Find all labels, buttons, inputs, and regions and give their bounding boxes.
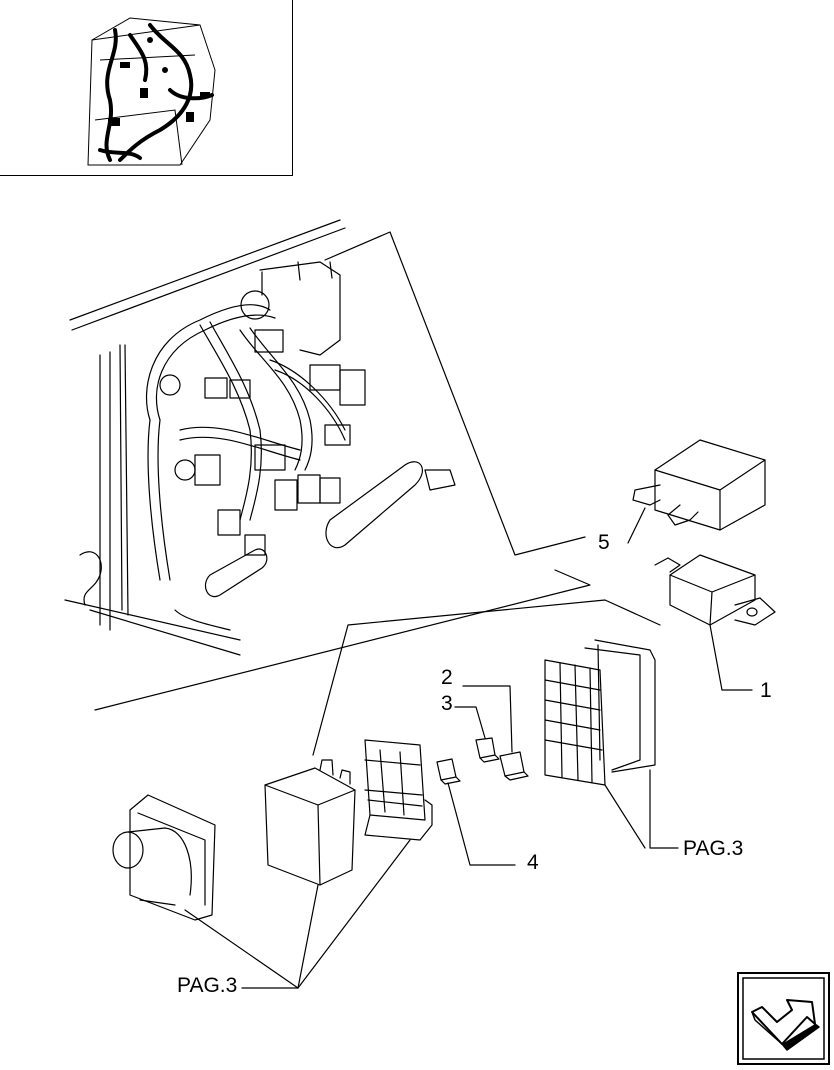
rubber-boot-grommet	[112, 794, 299, 989]
callout-3: 3	[441, 692, 453, 715]
cab-wiring-harness-thumbnail	[87, 17, 216, 166]
detail-pointer-line-bottom	[94, 569, 591, 711]
callout-5: 5	[598, 531, 610, 554]
part-5-relay	[627, 439, 766, 544]
part-2-3-small-relays	[454, 685, 529, 781]
callout-4: 4	[527, 851, 539, 874]
detail-pointer-line-top	[324, 231, 586, 556]
overview-thumbnail	[0, 0, 293, 176]
page-ref-bottom[interactable]: PAG.3	[177, 974, 238, 997]
fuse-box-cover	[544, 639, 679, 849]
part-4-mini-fuse	[436, 758, 516, 866]
detail-pointer-line-lower	[312, 599, 661, 756]
callout-2: 2	[441, 666, 453, 689]
protective-cover	[264, 759, 356, 989]
part-1-relay-with-tab	[654, 554, 776, 691]
fuse-holder-board	[297, 739, 433, 989]
next-page-button[interactable]	[737, 972, 830, 1065]
callout-1: 1	[760, 679, 772, 702]
next-page-arrow-icon	[737, 972, 830, 1065]
page-ref-right[interactable]: PAG.3	[683, 837, 744, 860]
cab-interior-detail	[64, 219, 456, 656]
